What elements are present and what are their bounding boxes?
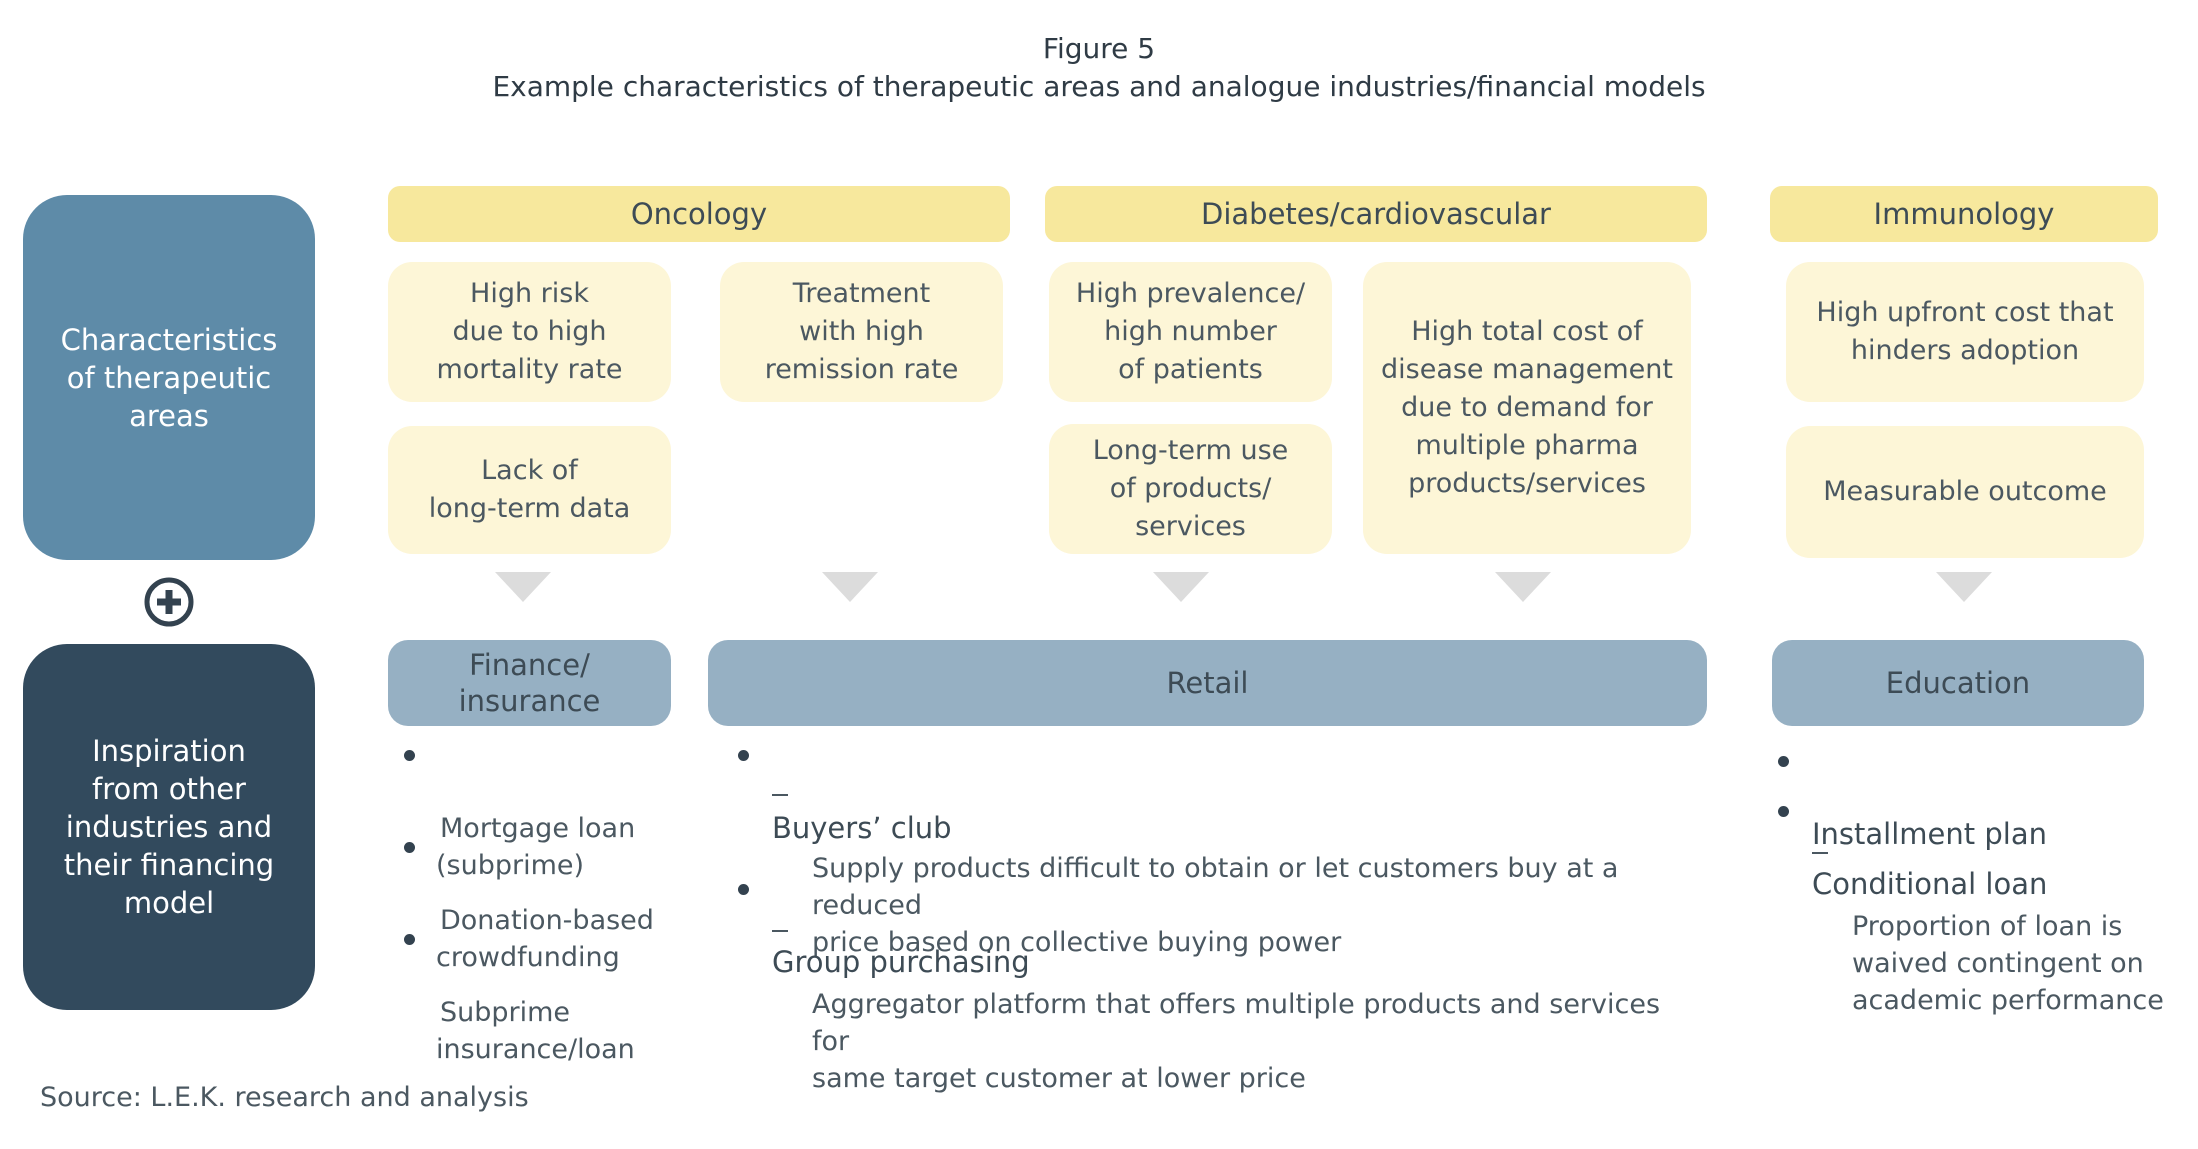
list-item: Donation-based crowdfunding: [400, 828, 654, 1013]
industry-retail: Retail: [708, 640, 1707, 726]
bullet-icon: [738, 750, 749, 761]
bullet-icon: [1778, 756, 1789, 767]
down-arrow-icon: [1153, 572, 1209, 602]
dash-icon: [772, 794, 788, 796]
bullet-icon: [404, 934, 415, 945]
list-item-text: Donation-based crowdfunding: [436, 905, 654, 973]
list-item-title: Buyers’ club: [772, 811, 952, 845]
list-item-title: Group purchasing: [772, 945, 1030, 979]
row-label-characteristics: Characteristics of therapeutic areas: [23, 195, 315, 560]
figure-title: Example characteristics of therapeutic a…: [492, 70, 1706, 103]
characteristic-card: High upfront cost that hinders adoption: [1786, 262, 2144, 402]
source-note: Source: L.E.K. research and analysis: [40, 1082, 529, 1113]
list-subitem: Proportion of loan is waived contingent …: [1812, 834, 2164, 1019]
list-subitem-text: Aggregator platform that offers multiple…: [812, 989, 1661, 1094]
area-header-oncology: Oncology: [388, 186, 1010, 242]
list-item-title: Conditional loan: [1812, 867, 2048, 901]
list-item: Group purchasing: [736, 870, 1030, 981]
list-subitem: Supply products difficult to obtain or l…: [772, 776, 1696, 961]
dash-icon: [772, 930, 788, 932]
list-subitem-text: Supply products difficult to obtain or l…: [812, 853, 1619, 958]
characteristic-card: High total cost of disease management du…: [1363, 262, 1691, 554]
bullet-icon: [404, 750, 415, 761]
characteristic-card: Treatment with high remission rate: [720, 262, 1003, 402]
characteristic-card: High prevalence/ high number of patients: [1049, 262, 1332, 402]
list-item-text: Subprime insurance/loan: [436, 997, 635, 1065]
characteristic-card: High risk due to high mortality rate: [388, 262, 671, 402]
bullet-icon: [404, 842, 415, 853]
list-item: Subprime insurance/loan: [400, 920, 635, 1105]
list-item-title: Installment plan: [1812, 817, 2047, 851]
list-item-text: Mortgage loan (subprime): [436, 813, 636, 881]
list-item: Conditional loan: [1776, 792, 2047, 903]
area-header-diabetes: Diabetes/cardiovascular: [1045, 186, 1707, 242]
down-arrow-icon: [495, 572, 551, 602]
list-item: Installment plan: [1776, 742, 2047, 853]
list-subitem-text: Proportion of loan is waived contingent …: [1852, 911, 2164, 1016]
industry-education: Education: [1772, 640, 2144, 726]
dash-icon: [1812, 852, 1828, 854]
characteristic-card: Lack of long-term data: [388, 426, 671, 554]
down-arrow-icon: [822, 572, 878, 602]
characteristic-card: Measurable outcome: [1786, 426, 2144, 558]
down-arrow-icon: [1495, 572, 1551, 602]
bullet-icon: [1778, 806, 1789, 817]
down-arrow-icon: [1936, 572, 1992, 602]
row-label-inspiration: Inspiration from other industries and th…: [23, 644, 315, 1010]
bullet-icon: [738, 884, 749, 895]
list-subitem: Aggregator platform that offers multiple…: [772, 912, 1696, 1097]
area-header-immunology: Immunology: [1770, 186, 2158, 242]
list-item: Mortgage loan (subprime): [400, 736, 635, 921]
industry-finance: Finance/ insurance: [388, 640, 671, 726]
plus-circle-icon: [143, 576, 195, 628]
figure-label: Figure 5: [1042, 32, 1156, 65]
list-item: Buyers’ club: [736, 736, 952, 847]
characteristic-card: Long-term use of products/ services: [1049, 424, 1332, 554]
